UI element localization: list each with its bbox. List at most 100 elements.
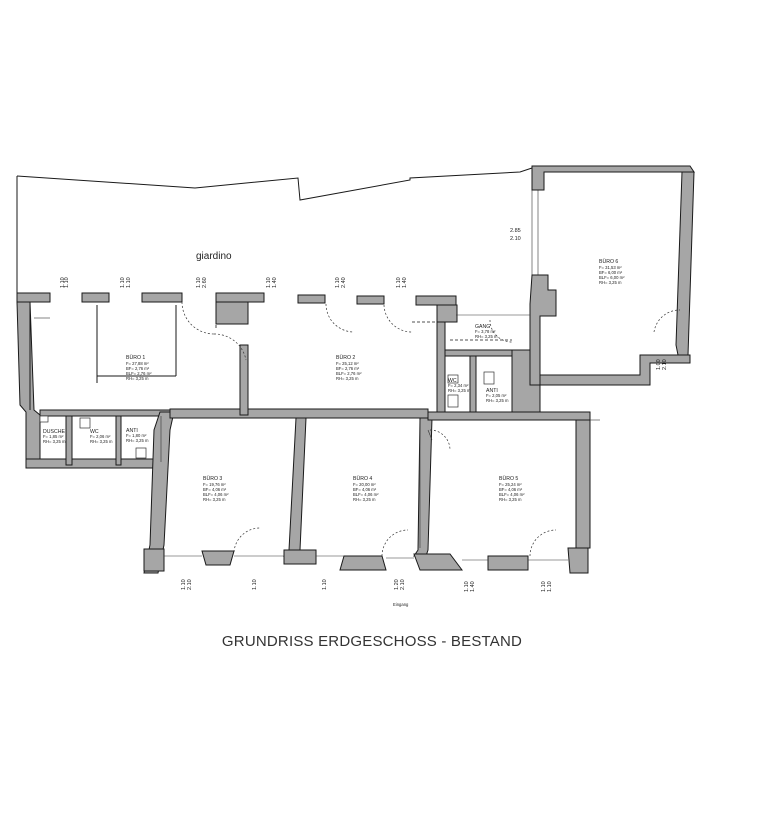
plan-title: GRUNDRISS ERDGESCHOSS - BESTAND [222, 633, 522, 650]
svg-text:ANTI: ANTI [486, 388, 498, 394]
dimension-label: 1.40 [470, 581, 476, 592]
svg-text:BLF= 4,06 m²: BLF= 4,06 m² [353, 492, 379, 497]
svg-text:BF= 4,06 m²: BF= 4,06 m² [353, 487, 377, 492]
wc-divider [469, 354, 477, 413]
buro2-west-stub [239, 344, 249, 416]
room-anti-2: ANTI F= 2,05 m² RH= 3,25 m [486, 388, 509, 403]
svg-text:BF= 6,00 m²: BF= 6,00 m² [599, 270, 623, 275]
svg-text:F= 2,34 m²: F= 2,34 m² [448, 383, 469, 388]
wc-west-wall [436, 321, 446, 413]
svg-text:RH= 3,25 m: RH= 3,25 m [499, 497, 522, 502]
room-buro-4: BÜRO 4 F= 20,00 m² BF= 4,06 m² BLF= 4,06… [353, 475, 379, 502]
north-wall [297, 294, 326, 304]
svg-text:BLF= 6,00 m²: BLF= 6,00 m² [599, 275, 625, 280]
sanitary-fixtures [39, 371, 495, 459]
gang-stub [436, 304, 458, 323]
svg-text:F= 2,06 m²: F= 2,06 m² [90, 434, 111, 439]
south-wall [143, 548, 165, 572]
svg-text:RH= 3,25 m: RH= 3,25 m [203, 497, 226, 502]
svg-text:BÜRO 2: BÜRO 2 [336, 354, 355, 361]
west-wall [16, 301, 41, 466]
svg-text:F= 27,88 m²: F= 27,88 m² [126, 361, 149, 366]
room-buro-1: BÜRO 1 F= 27,88 m² BF= 2,76 m² BLF= 2,76… [126, 354, 152, 381]
svg-text:RH= 3,25 m: RH= 3,25 m [599, 280, 622, 285]
south-pier [413, 553, 463, 571]
bath-south-wall [25, 458, 161, 469]
north-wall [141, 292, 183, 303]
garden-label: giardino [196, 251, 232, 262]
buro6-south-wall [539, 354, 691, 386]
partition-wall [215, 301, 249, 325]
dimension-label: 2.10 [510, 236, 521, 242]
south-pier [201, 550, 235, 566]
room-buro-3: BÜRO 3 F= 19,76 m² BF= 4,06 m² BLF= 4,06… [203, 475, 229, 502]
wall-buro3-4 [282, 417, 307, 557]
sink-icon [447, 374, 459, 384]
dimension-label: 1.10 [120, 277, 126, 288]
svg-text:BÜRO 4: BÜRO 4 [353, 475, 372, 482]
svg-text:RH= 3,25 m: RH= 3,25 m [90, 439, 113, 444]
svg-text:F= 3,78 m²: F= 3,78 m² [475, 329, 496, 334]
wall-buro4-5 [413, 417, 433, 557]
svg-text:RH= 3,25 m: RH= 3,25 m [353, 497, 376, 502]
door-swings [181, 301, 681, 557]
dimension-labels: 1.10 1.10 1.10 1.10 1.10 2.60 1.10 1.40 … [60, 228, 668, 592]
svg-text:BLF= 2,76 m²: BLF= 2,76 m² [126, 371, 152, 376]
svg-text:BÜRO 5: BÜRO 5 [499, 475, 518, 482]
buro6-west-wall [529, 274, 557, 386]
svg-text:RH= 3,25 m: RH= 3,25 m [126, 438, 149, 443]
toilet-icon [79, 417, 91, 429]
dimension-label: 2.85 [510, 228, 521, 234]
dimension-label: 2.10 [662, 359, 668, 370]
buro5-north-wall [427, 411, 591, 421]
dimension-label: 1.10 [266, 277, 272, 288]
svg-text:F= 31,53 m²: F= 31,53 m² [599, 265, 622, 270]
dimension-label: 1.10 [60, 277, 66, 288]
svg-text:BF= 4,06 m²: BF= 4,06 m² [203, 487, 227, 492]
room-wc-1: WC F= 2,06 m² RH= 3,25 m [90, 429, 113, 444]
south-pier [567, 547, 589, 574]
room-dusche: DUSCHE F= 1,85 m² RH= 3,25 m [43, 429, 66, 444]
svg-text:RH= 3,25 m: RH= 3,25 m [43, 439, 66, 444]
dimension-label: 1.10 [64, 277, 70, 288]
svg-text:BLF= 4,06 m²: BLF= 4,06 m² [499, 492, 525, 497]
svg-text:F= 25,12 m²: F= 25,12 m² [336, 361, 359, 366]
svg-text:GANG: GANG [475, 324, 490, 330]
bath-divider [115, 409, 122, 466]
interior-lines [29, 302, 600, 548]
buro5-east-wall [575, 417, 591, 549]
room-buro-5: BÜRO 5 F= 25,24 m² BF= 4,06 m² BLF= 4,06… [499, 475, 525, 502]
svg-text:BÜRO 1: BÜRO 1 [126, 354, 145, 361]
entrance-label: Eingang [393, 602, 409, 607]
shower-icon [39, 415, 49, 423]
svg-text:RH= 3,25 m: RH= 3,25 m [336, 376, 359, 381]
svg-text:BF= 2,76 m²: BF= 2,76 m² [126, 366, 150, 371]
svg-text:WC: WC [448, 378, 457, 384]
north-wall [215, 292, 265, 303]
svg-text:F= 25,24 m²: F= 25,24 m² [499, 482, 522, 487]
svg-text:RH= 3,25 m: RH= 3,25 m [475, 334, 498, 339]
toilet-icon [483, 371, 495, 385]
svg-text:BF= 4,06 m²: BF= 4,06 m² [499, 487, 523, 492]
dimension-label: 2.40 [341, 277, 347, 288]
dimension-label: 1.10 [396, 277, 402, 288]
svg-text:BLF= 2,76 m²: BLF= 2,76 m² [336, 371, 362, 376]
dimension-label: 1.10 [181, 579, 187, 590]
room-anti-1: ANTI F= 1,80 m² RH= 3,25 m [126, 428, 149, 443]
svg-text:BÜRO 6: BÜRO 6 [599, 258, 618, 265]
window-markers [164, 555, 568, 561]
north-wall [356, 295, 385, 305]
dimension-label: 1.40 [272, 277, 278, 288]
walls [16, 165, 695, 574]
dimension-label: 1.10 [126, 277, 132, 288]
room-gang: GANG F= 3,78 m² RH= 3,25 m [475, 324, 498, 339]
north-wall [81, 292, 110, 303]
svg-text:RH= 3,25 m: RH= 3,25 m [126, 376, 149, 381]
svg-text:BLF= 4,06 m²: BLF= 4,06 m² [203, 492, 229, 497]
dimension-label: 2.10 [187, 579, 193, 590]
svg-text:RH= 3,25 m: RH= 3,25 m [448, 388, 471, 393]
central-wall [169, 408, 429, 419]
svg-text:F= 1,80 m²: F= 1,80 m² [126, 433, 147, 438]
buro6-east-wall [675, 171, 695, 356]
dimension-label: 1.00 [656, 359, 662, 370]
